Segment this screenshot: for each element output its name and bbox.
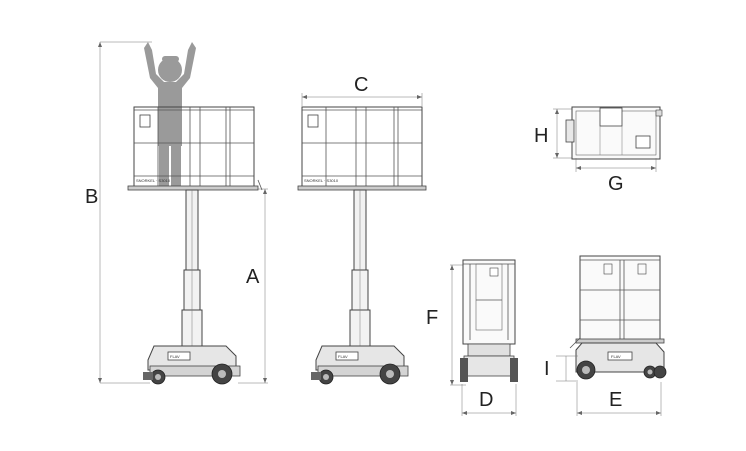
control-box-icon [139, 114, 151, 128]
dimension-E [576, 382, 662, 416]
label-D: D [479, 389, 493, 411]
base-chassis: FLAV [143, 345, 241, 385]
base-plate: FLAV [170, 354, 180, 359]
dimension-F [450, 264, 466, 386]
label-F: F [426, 307, 438, 329]
dimension-I [556, 355, 578, 382]
dimension-C [301, 93, 423, 106]
base-plate-3: FLAV [611, 354, 621, 359]
label-G: G [608, 173, 624, 195]
platform-basket: SNORKEL · S3010 [127, 106, 263, 191]
mast [181, 189, 203, 347]
operator-silhouette [144, 42, 196, 186]
label-E: E [609, 389, 622, 411]
label-A: A [246, 266, 260, 288]
mast-2 [349, 189, 371, 347]
label-H: H [534, 125, 548, 147]
base-chassis-2: FLAV [311, 345, 409, 385]
end-view: FLAV [556, 255, 667, 416]
control-box-icon [307, 114, 319, 128]
top-view [553, 106, 663, 172]
platform-basket-2: SNORKEL · S3010 [297, 106, 427, 191]
label-I: I [544, 358, 550, 380]
label-B: B [85, 186, 98, 208]
label-C: C [354, 74, 368, 96]
dimension-G [575, 158, 657, 172]
front-view [450, 259, 518, 416]
side-view: SNORKEL · S3010 FLAV [297, 93, 427, 385]
dimension-B [98, 41, 152, 384]
dimension-H [553, 108, 572, 159]
dimension-D [461, 384, 517, 416]
side-view-with-operator: SNORKEL · S3010 FLAV [98, 41, 268, 385]
base-plate-2: FLAV [338, 354, 348, 359]
basket-decal: SNORKEL · S3010 [136, 178, 171, 183]
basket-decal-2: SNORKEL · S3010 [304, 178, 339, 183]
